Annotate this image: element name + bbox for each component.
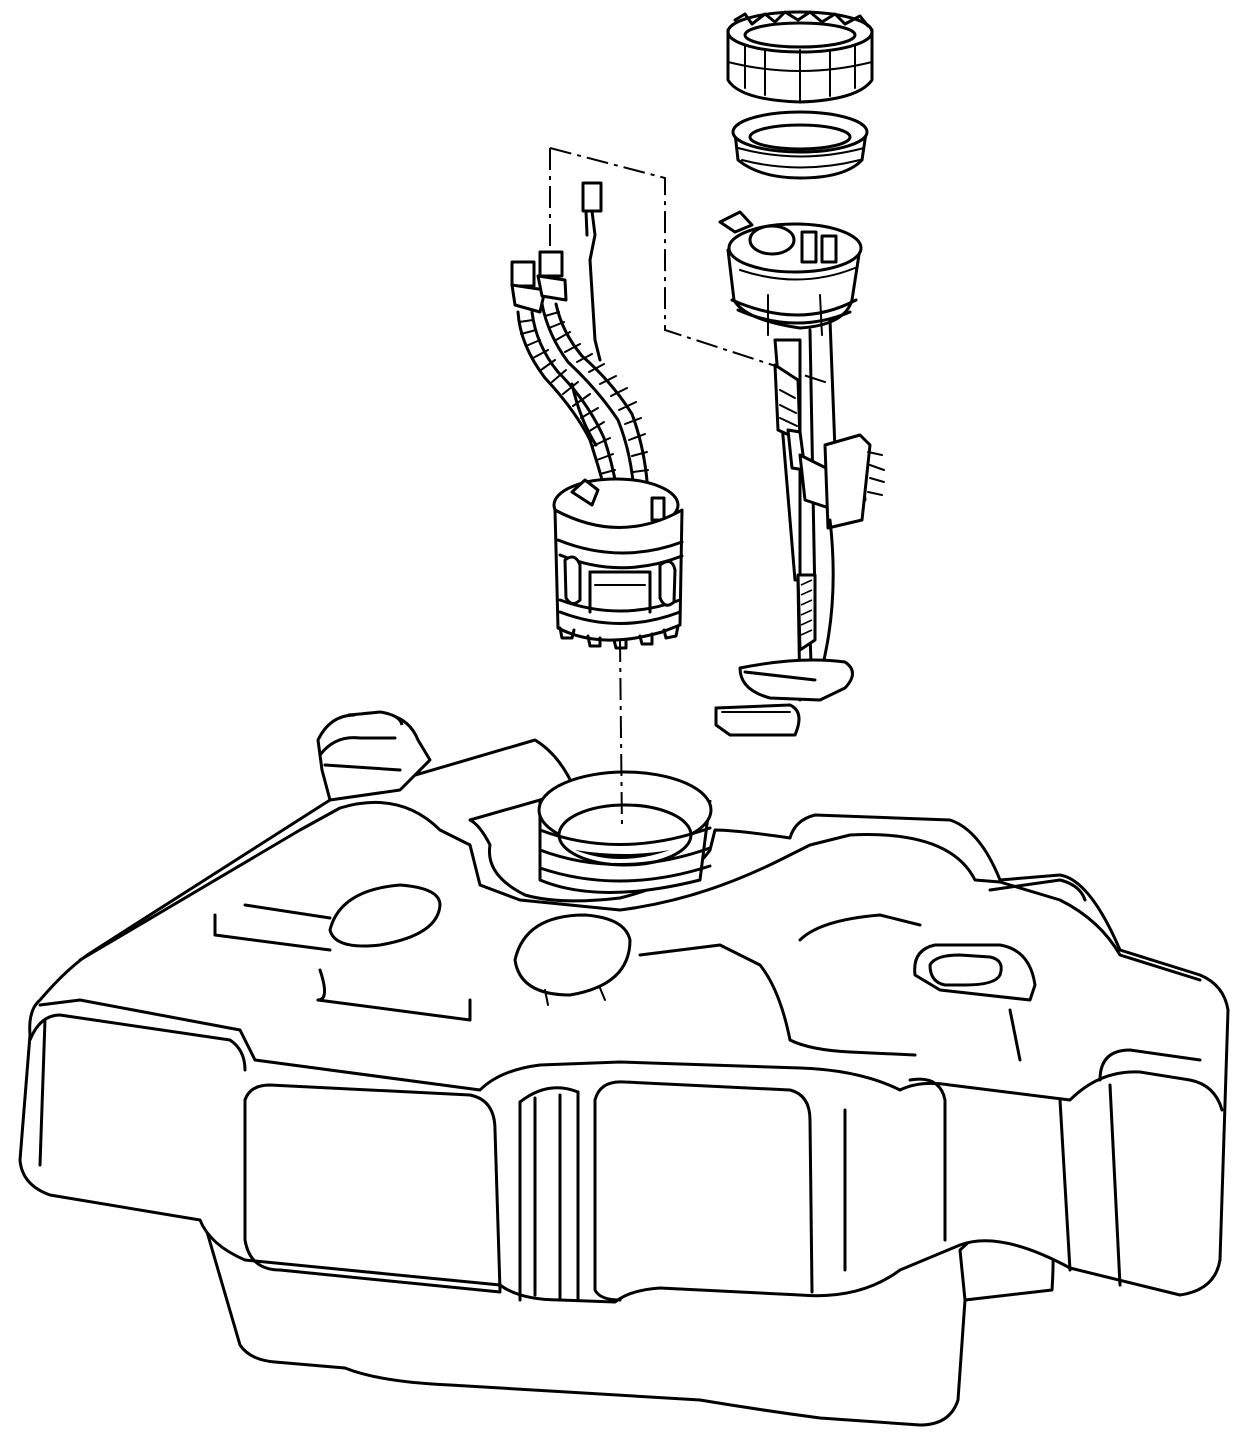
fuel-tank (18, 710, 1230, 1427)
lock-ring (726, 10, 874, 104)
tank-opening (537, 770, 713, 894)
level-sender (714, 210, 885, 737)
assembly-guide-lines (549, 147, 829, 831)
pump-module (510, 181, 684, 650)
mounting-tab (913, 943, 1037, 1002)
seal-ring (731, 110, 869, 180)
filler-neck (316, 710, 432, 802)
